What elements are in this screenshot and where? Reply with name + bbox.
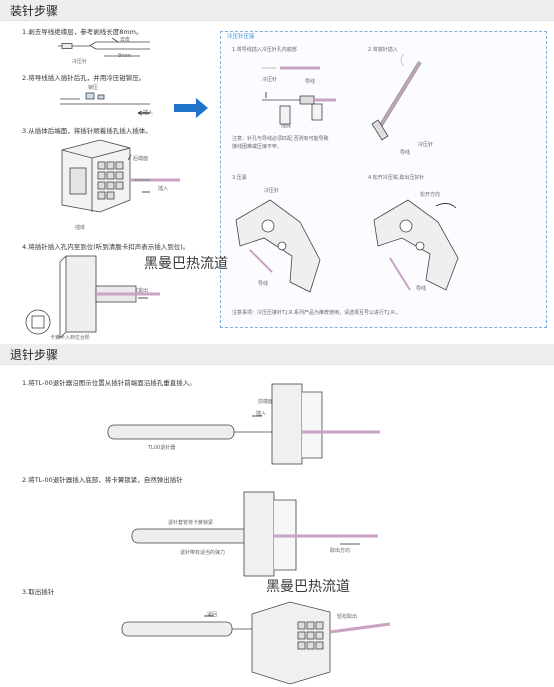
crimp-note-1: 注意：针孔与导线必须匹配,否则有可能导致 [232,136,329,142]
connector-body-diagram [61,139,180,213]
assembly-step-4-text: 4.将插针插入孔内至到位(听到清脆卡扣声表示插入到位)。 [22,243,190,251]
crimp-step-3-pin: 冷压针 [264,188,280,194]
assembly-step-3-text: 3.从插体后端面，将插针顺着插孔插入插体。 [22,127,152,135]
removal-step-1-text: 1.将TL-00退针器沿图示位置从插针前端面沿插孔垂直插入。 [22,379,196,387]
crimp-pin-label: 冷压针 [72,59,88,65]
section-title: 退针步骤 [10,348,59,362]
crimp-step-1-text: 1.将导线插入冷压针孔内底部 [232,47,297,53]
removal-diagram-1 [107,383,380,465]
sleeve-label: 退针套管将卡簧锁紧 [168,520,214,526]
no-exit-label: 无法拔出 [128,288,149,294]
stripped-wire-diagram [58,37,150,57]
crimp-panel-note: 注意事项：冷压压接针T.J.R.系列产品为推荐使用，请选择互号以进行T.J.R.… [232,310,402,316]
body-label: 插体 [75,225,86,231]
assembly-step-2-text: 2.将导线插入插针后孔，并用冷压钳铆压。 [22,74,146,82]
section-header-removal: 退针步骤 [0,344,554,365]
crimp-panel [220,31,547,328]
cross-section-diagram [25,255,160,339]
crimp-step-4-text: 4.松开冷压钳,取出压好针 [368,175,425,181]
front-face-label: 前端面 [258,399,274,405]
crimp-step-1-bottom: 插底 [281,123,292,129]
insert-label-3: 插入 [158,186,169,192]
removal-diagram-3 [121,601,391,685]
crimp-panel-sketches [235,53,459,293]
back-label: 退回 [207,612,218,618]
section-header-assembly: 装针步骤 [0,0,554,21]
crimp-step-2-text: 2.将端针插入 [368,47,398,53]
removal-diagram-2 [131,491,378,577]
strip-label: 去皮 [120,37,131,43]
tool-label: TL00退针器 [148,445,176,451]
card-spring-label: 卡簧卡入到位台阶 [50,335,91,341]
crimp-panel-title: 冷压针压接 [227,34,255,40]
watermark: 黑曼巴热流道 [266,579,350,595]
removal-step-2-text: 2.将TL-00退针器插入底部，将卡簧锁紧，自然弹出插针 [22,476,183,484]
flow-arrow-icon [174,98,208,118]
insert-label-r1: 插入 [256,411,267,417]
crimp-step-2-wire: 导线 [400,150,411,156]
rear-face-label: 后端面 [133,156,149,162]
crimp-step-3-text: 3.压紧 [232,175,247,181]
crimp-step-4-wire: 导线 [416,286,427,292]
removal-step-3-text: 3.取出插针 [22,588,55,596]
crimp-step-1-pin: 冷压针 [262,77,278,83]
section-title: 装针步骤 [10,4,59,18]
take-out-direction-label: 取出方向 [330,548,351,554]
release-direction-label: 松开方向 [420,192,441,198]
crimp-step-3-wire: 导线 [258,281,269,287]
crimp-label: 铆压 [88,85,99,91]
crimp-step-1-wire: 导线 [305,79,316,85]
easy-removal-label: 轻松取出 [337,614,358,620]
crimp-diagram [60,92,150,116]
crimp-note-2: 接线困难或压接不牢。 [232,144,283,150]
assembly-step-1-text: 1.剥去导线绝缘层，参考剥线长度8mm。 [22,28,143,36]
crimp-step-2-pin: 冷压针 [418,142,434,148]
watermark: 黑曼巴热流道 [144,256,228,272]
spring-label: 退针带有适当的弹力 [180,550,226,556]
